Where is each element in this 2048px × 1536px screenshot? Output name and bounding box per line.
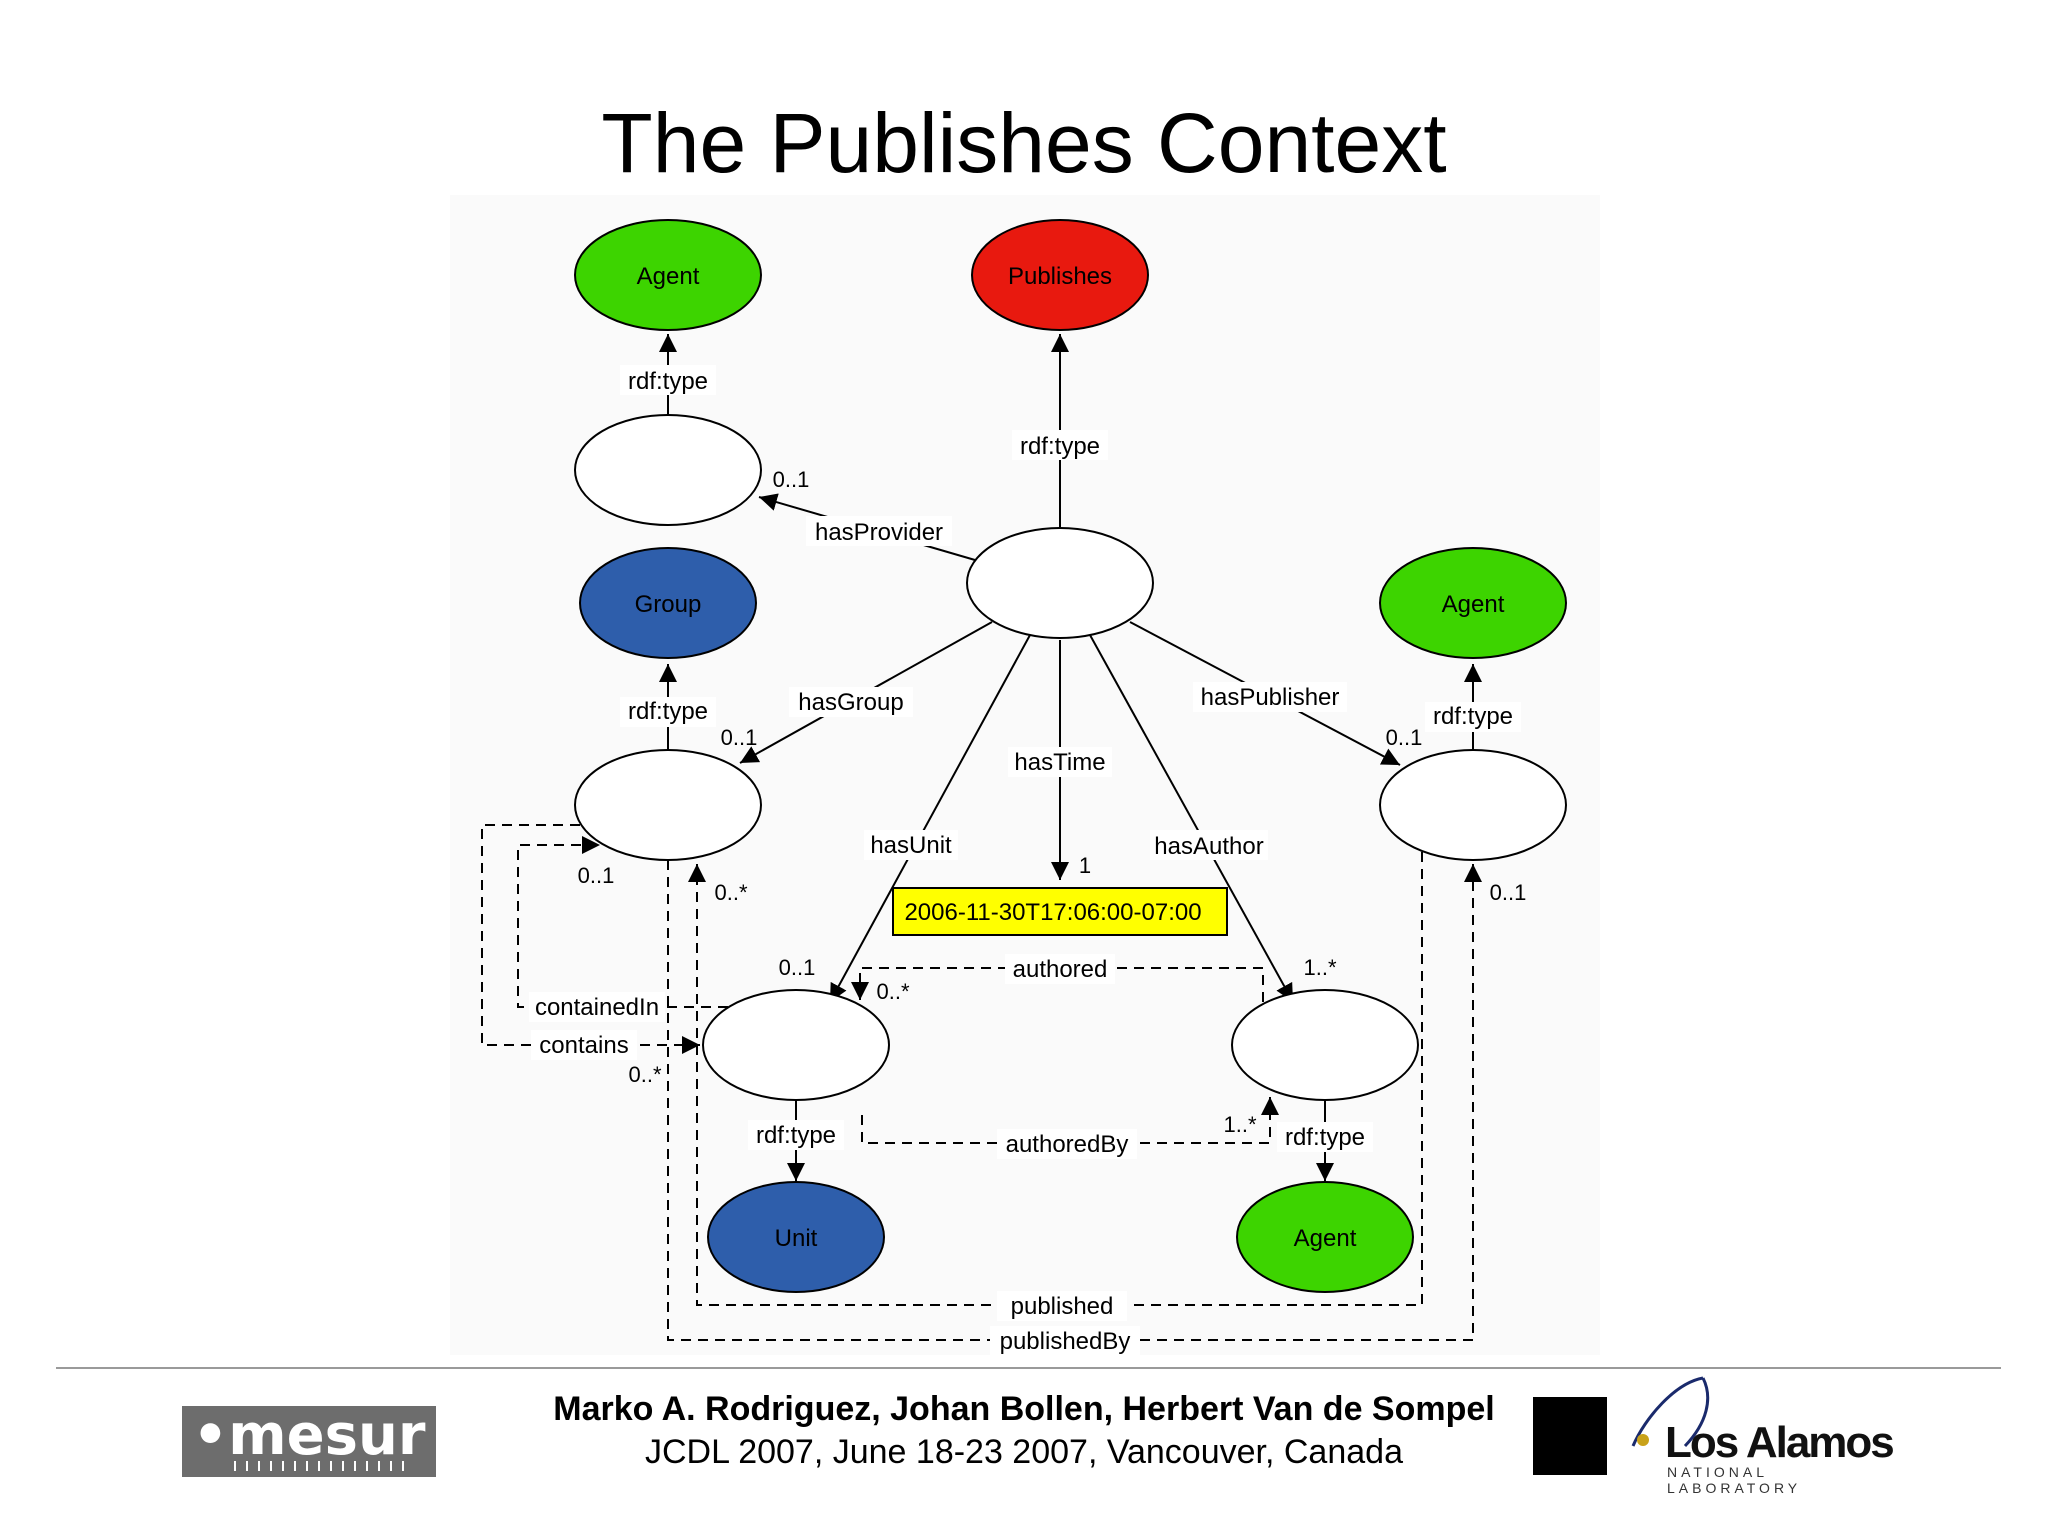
black-square-logo [1533, 1397, 1607, 1475]
node-unit-label: Unit [775, 1225, 818, 1252]
card-right-published-by: 0..1 [1490, 880, 1527, 905]
node-agent-top [574, 219, 762, 331]
card-authored-by: 1..* [1223, 1112, 1256, 1137]
card-has-group: 0..1 [721, 725, 758, 750]
mesur-logo-ruler [234, 1461, 414, 1471]
label-rdf-type-agent-top: rdf:type [628, 368, 708, 395]
node-publishes-label: Publishes [1008, 263, 1112, 290]
label-authored-by: authoredBy [1006, 1131, 1129, 1158]
label-rdf-type-unit: rdf:type [756, 1122, 836, 1149]
label-has-unit: hasUnit [870, 832, 952, 859]
los-alamos-subtitle: NATIONAL LABORATORY [1667, 1464, 1802, 1496]
label-contained-in: containedIn [535, 994, 659, 1021]
card-contains: 0..* [628, 1062, 661, 1087]
node-provider-blank [574, 414, 762, 526]
edge-published [688, 852, 1423, 1306]
label-published: published [1011, 1293, 1114, 1320]
los-alamos-swoosh-icon [1631, 1376, 1710, 1448]
node-unit-blank [702, 989, 890, 1101]
label-rdf-type-group: rdf:type [628, 698, 708, 725]
label-has-provider: hasProvider [815, 519, 943, 546]
node-author-blank [1231, 989, 1419, 1101]
label-published-by: publishedBy [1000, 1328, 1131, 1355]
edge-published-by [667, 860, 1482, 1341]
node-group-blank [574, 749, 762, 861]
node-agent-right-label: Agent [1442, 591, 1505, 618]
label-rdf-type-publishes: rdf:type [1020, 433, 1100, 460]
edge-authored [851, 967, 1264, 1002]
page-title: The Publishes Context [601, 96, 1447, 190]
node-unit [707, 1181, 885, 1293]
label-has-group: hasGroup [798, 689, 903, 716]
label-rdf-type-agent-right: rdf:type [1433, 703, 1513, 730]
node-group-label: Group [635, 591, 702, 618]
footer-authors: Marko A. Rodriguez, Johan Bollen, Herber… [553, 1390, 1495, 1428]
card-has-publisher: 0..1 [1386, 725, 1423, 750]
card-has-time: 1 [1079, 853, 1091, 878]
label-has-author: hasAuthor [1154, 833, 1263, 860]
node-agent-right [1379, 547, 1567, 659]
label-contains: contains [539, 1032, 628, 1059]
node-agent-bottom [1236, 1181, 1414, 1293]
label-has-publisher: hasPublisher [1201, 684, 1340, 711]
timestamp-box [892, 887, 1228, 936]
footer-venue: JCDL 2007, June 18-23 2007, Vancouver, C… [645, 1433, 1403, 1471]
card-group-published: 0..* [714, 880, 747, 905]
card-has-unit: 0..1 [779, 955, 816, 980]
card-contained-in: 0..1 [578, 863, 615, 888]
footer-divider [56, 1367, 2001, 1369]
edge-has-unit [829, 634, 1031, 1003]
mesur-logo-text: •mesur [192, 1403, 426, 1468]
los-alamos-logo: Los Alamos NATIONAL LABORATORY [1615, 1368, 1905, 1496]
card-has-author: 1..* [1303, 955, 1336, 980]
node-publishes-event-blank [966, 527, 1154, 639]
mesur-logo: •mesur [182, 1406, 436, 1477]
node-publisher-blank [1379, 749, 1567, 861]
label-rdf-type-agent-bottom: rdf:type [1285, 1124, 1365, 1151]
node-agent-bottom-label: Agent [1294, 1225, 1357, 1252]
timestamp-value: 2006-11-30T17:06:00-07:00 [904, 899, 1201, 926]
node-publishes [971, 219, 1149, 331]
node-group [579, 547, 757, 659]
card-has-provider: 0..1 [773, 467, 810, 492]
node-agent-top-label: Agent [637, 263, 700, 290]
label-authored: authored [1013, 956, 1108, 983]
edge-has-author [1089, 634, 1294, 1003]
card-authored: 0..* [876, 979, 909, 1004]
label-has-time: hasTime [1014, 749, 1105, 776]
los-alamos-name: Los Alamos [1665, 1418, 1895, 1467]
edge-authored-by [861, 1097, 1279, 1144]
